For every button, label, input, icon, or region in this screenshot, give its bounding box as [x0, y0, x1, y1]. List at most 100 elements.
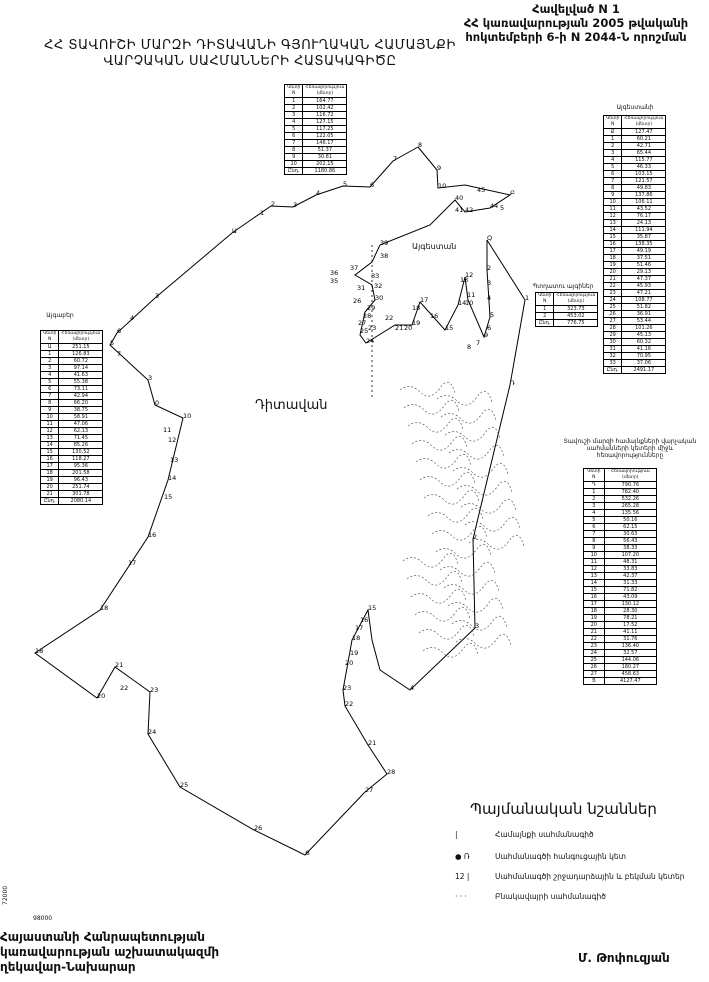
enclave-point-label: 22 — [385, 314, 393, 322]
boundary-point-label: 21 — [115, 661, 123, 669]
point-cell: 17 — [583, 600, 605, 608]
point-cell: 17 — [602, 247, 623, 255]
distance-cell: 47.21 — [621, 289, 667, 297]
settlement-line — [411, 435, 468, 451]
distance-cell: 135.56 — [603, 509, 658, 517]
boundary-point-label: 16 — [148, 531, 156, 539]
point-cell: 15 — [602, 233, 623, 241]
enclave-point-label: 15 — [445, 324, 453, 332]
distance-cell: 2080.14 — [58, 497, 104, 505]
boundary-point-label: 3 — [155, 292, 159, 300]
boundary-point-label: 15 — [368, 604, 376, 612]
distance-cell: 37.06 — [621, 359, 667, 367]
distance-cell: 111.94 — [621, 226, 667, 234]
point-cell: 10 — [39, 413, 60, 421]
point-cell: 2 — [534, 312, 555, 320]
distance-cell: 42.94 — [58, 392, 104, 400]
settlement-line — [444, 426, 501, 442]
distance-cell: 30.63 — [603, 530, 658, 538]
boundary-point-label: 16 — [360, 616, 368, 624]
enclave-point-label: 28 — [363, 312, 371, 320]
distance-cell: 137.86 — [621, 191, 667, 199]
title-line-1: ՀՀ ՏԱՎՈՒՇԻ ՄԱՐԶԻ ԴԻՏԱՎԱՆԻ ԳՅՈՒՂԱԿԱՆ ՀԱՄԱ… — [44, 38, 456, 53]
distance-cell: 29.13 — [621, 268, 667, 276]
boundary-point-label: 11 — [163, 426, 171, 434]
boundary-point-label: Դ — [510, 379, 515, 387]
distance-cell: 76.17 — [621, 212, 667, 220]
point-cell: 20 — [39, 483, 60, 491]
distance-cell: 453.02 — [553, 312, 599, 320]
enclave-point-label: 11 — [467, 291, 475, 299]
distance-cell: 24.13 — [621, 219, 667, 227]
settlement-line — [436, 390, 493, 406]
distance-cell: 95.36 — [58, 462, 104, 470]
settlement-line — [431, 525, 488, 541]
boundary-point-label: 7 — [393, 155, 397, 163]
distance-cell: 42.37 — [603, 572, 658, 580]
boundary-point-label: 12 — [168, 436, 176, 444]
annex-reference: Հավելված N 1 ՀՀ կառավարության 2005 թվակա… — [451, 2, 701, 44]
point-cell: 15 — [39, 448, 60, 456]
point-cell: 7 — [39, 392, 60, 400]
boundary-point-label: 26 — [254, 824, 262, 832]
distance-cell: 116.72 — [302, 111, 348, 119]
table-caption: Այգեստանի — [616, 104, 654, 111]
enclave-point-label: 31 — [357, 284, 365, 292]
settlement-line — [447, 597, 504, 613]
point-cell: 12 — [583, 565, 605, 573]
distance-cell: 458.63 — [603, 670, 658, 678]
legend-symbol-turn-point: 12 | — [455, 872, 470, 881]
distance-cell: 164.77 — [302, 97, 348, 105]
point-cell: 1 — [534, 305, 555, 313]
distance-cell: 38.75 — [58, 406, 104, 414]
settlement-line — [451, 615, 508, 631]
table-row: Ընդ.1180.86 — [283, 167, 348, 175]
distance-cell: 37.51 — [621, 254, 667, 262]
distance-cell: 532.26 — [603, 495, 658, 503]
boundary-point-label: 20 — [97, 692, 105, 700]
distance-cell: 118.27 — [58, 455, 104, 463]
distance-cell: 115.77 — [621, 156, 667, 164]
point-cell: 31 — [602, 345, 623, 353]
settlement-line — [407, 417, 464, 433]
column-header: Կետի N — [39, 330, 60, 344]
distance-cell: 58.91 — [58, 413, 104, 421]
point-cell: 25 — [583, 656, 605, 664]
point-cell: 9 — [39, 406, 60, 414]
point-cell: Դ — [583, 481, 605, 489]
column-header: Կետի N — [534, 292, 555, 306]
distance-cell: 41.63 — [58, 371, 104, 379]
settlement-line — [452, 462, 509, 478]
distance-cell: 251.74 — [58, 483, 104, 491]
signatory-title: Հայաստանի Հանրապետության կառավարության ա… — [0, 930, 219, 975]
boundary-point-label: 5 — [500, 204, 504, 212]
boundary-point-label: 25 — [180, 781, 188, 789]
distance-cell: 130.12 — [603, 600, 658, 608]
legend-title: Պայմանական նշաններ — [470, 800, 657, 818]
distance-cell: 33.83 — [603, 565, 658, 573]
